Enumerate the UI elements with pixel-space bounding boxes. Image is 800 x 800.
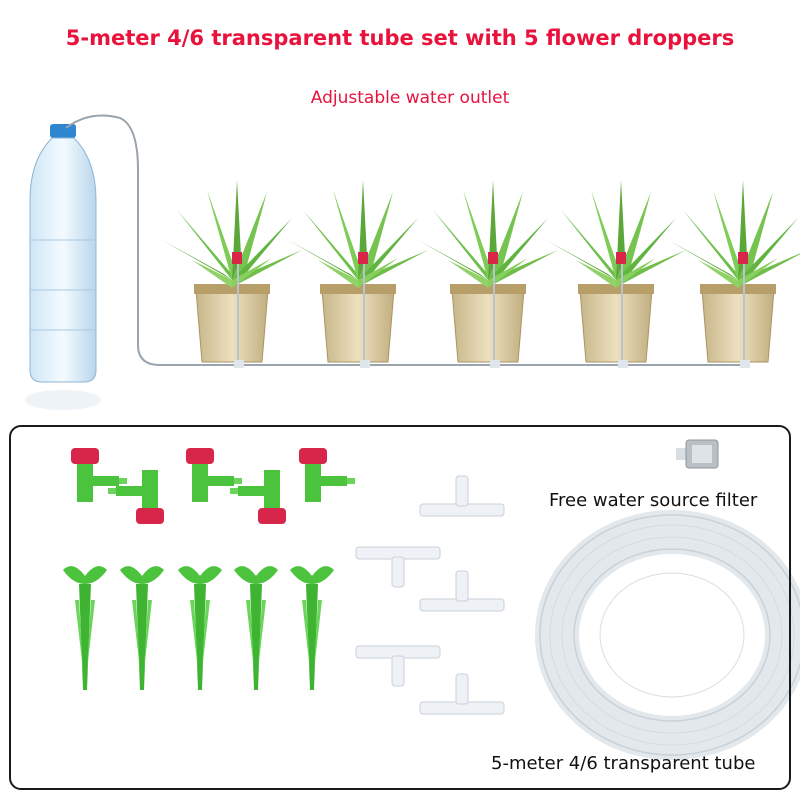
filter-caption: Free water source filter	[549, 490, 758, 511]
potted-plant	[546, 180, 686, 368]
potted-plant	[418, 180, 558, 368]
potted-plant	[288, 180, 428, 368]
kit-contents-panel	[9, 425, 791, 790]
product-title: 5-meter 4/6 transparent tube set with 5 …	[65, 26, 735, 50]
potted-plant	[162, 180, 302, 368]
feed-tube	[65, 114, 746, 366]
adjustable-outlet-caption: Adjustable water outlet	[310, 88, 510, 108]
tube-caption: 5-meter 4/6 transparent tube	[491, 753, 756, 774]
transparent-tube-coil	[535, 510, 800, 760]
water-source-filter	[676, 439, 719, 469]
potted-plant	[668, 180, 800, 368]
water-bottle	[25, 124, 101, 410]
